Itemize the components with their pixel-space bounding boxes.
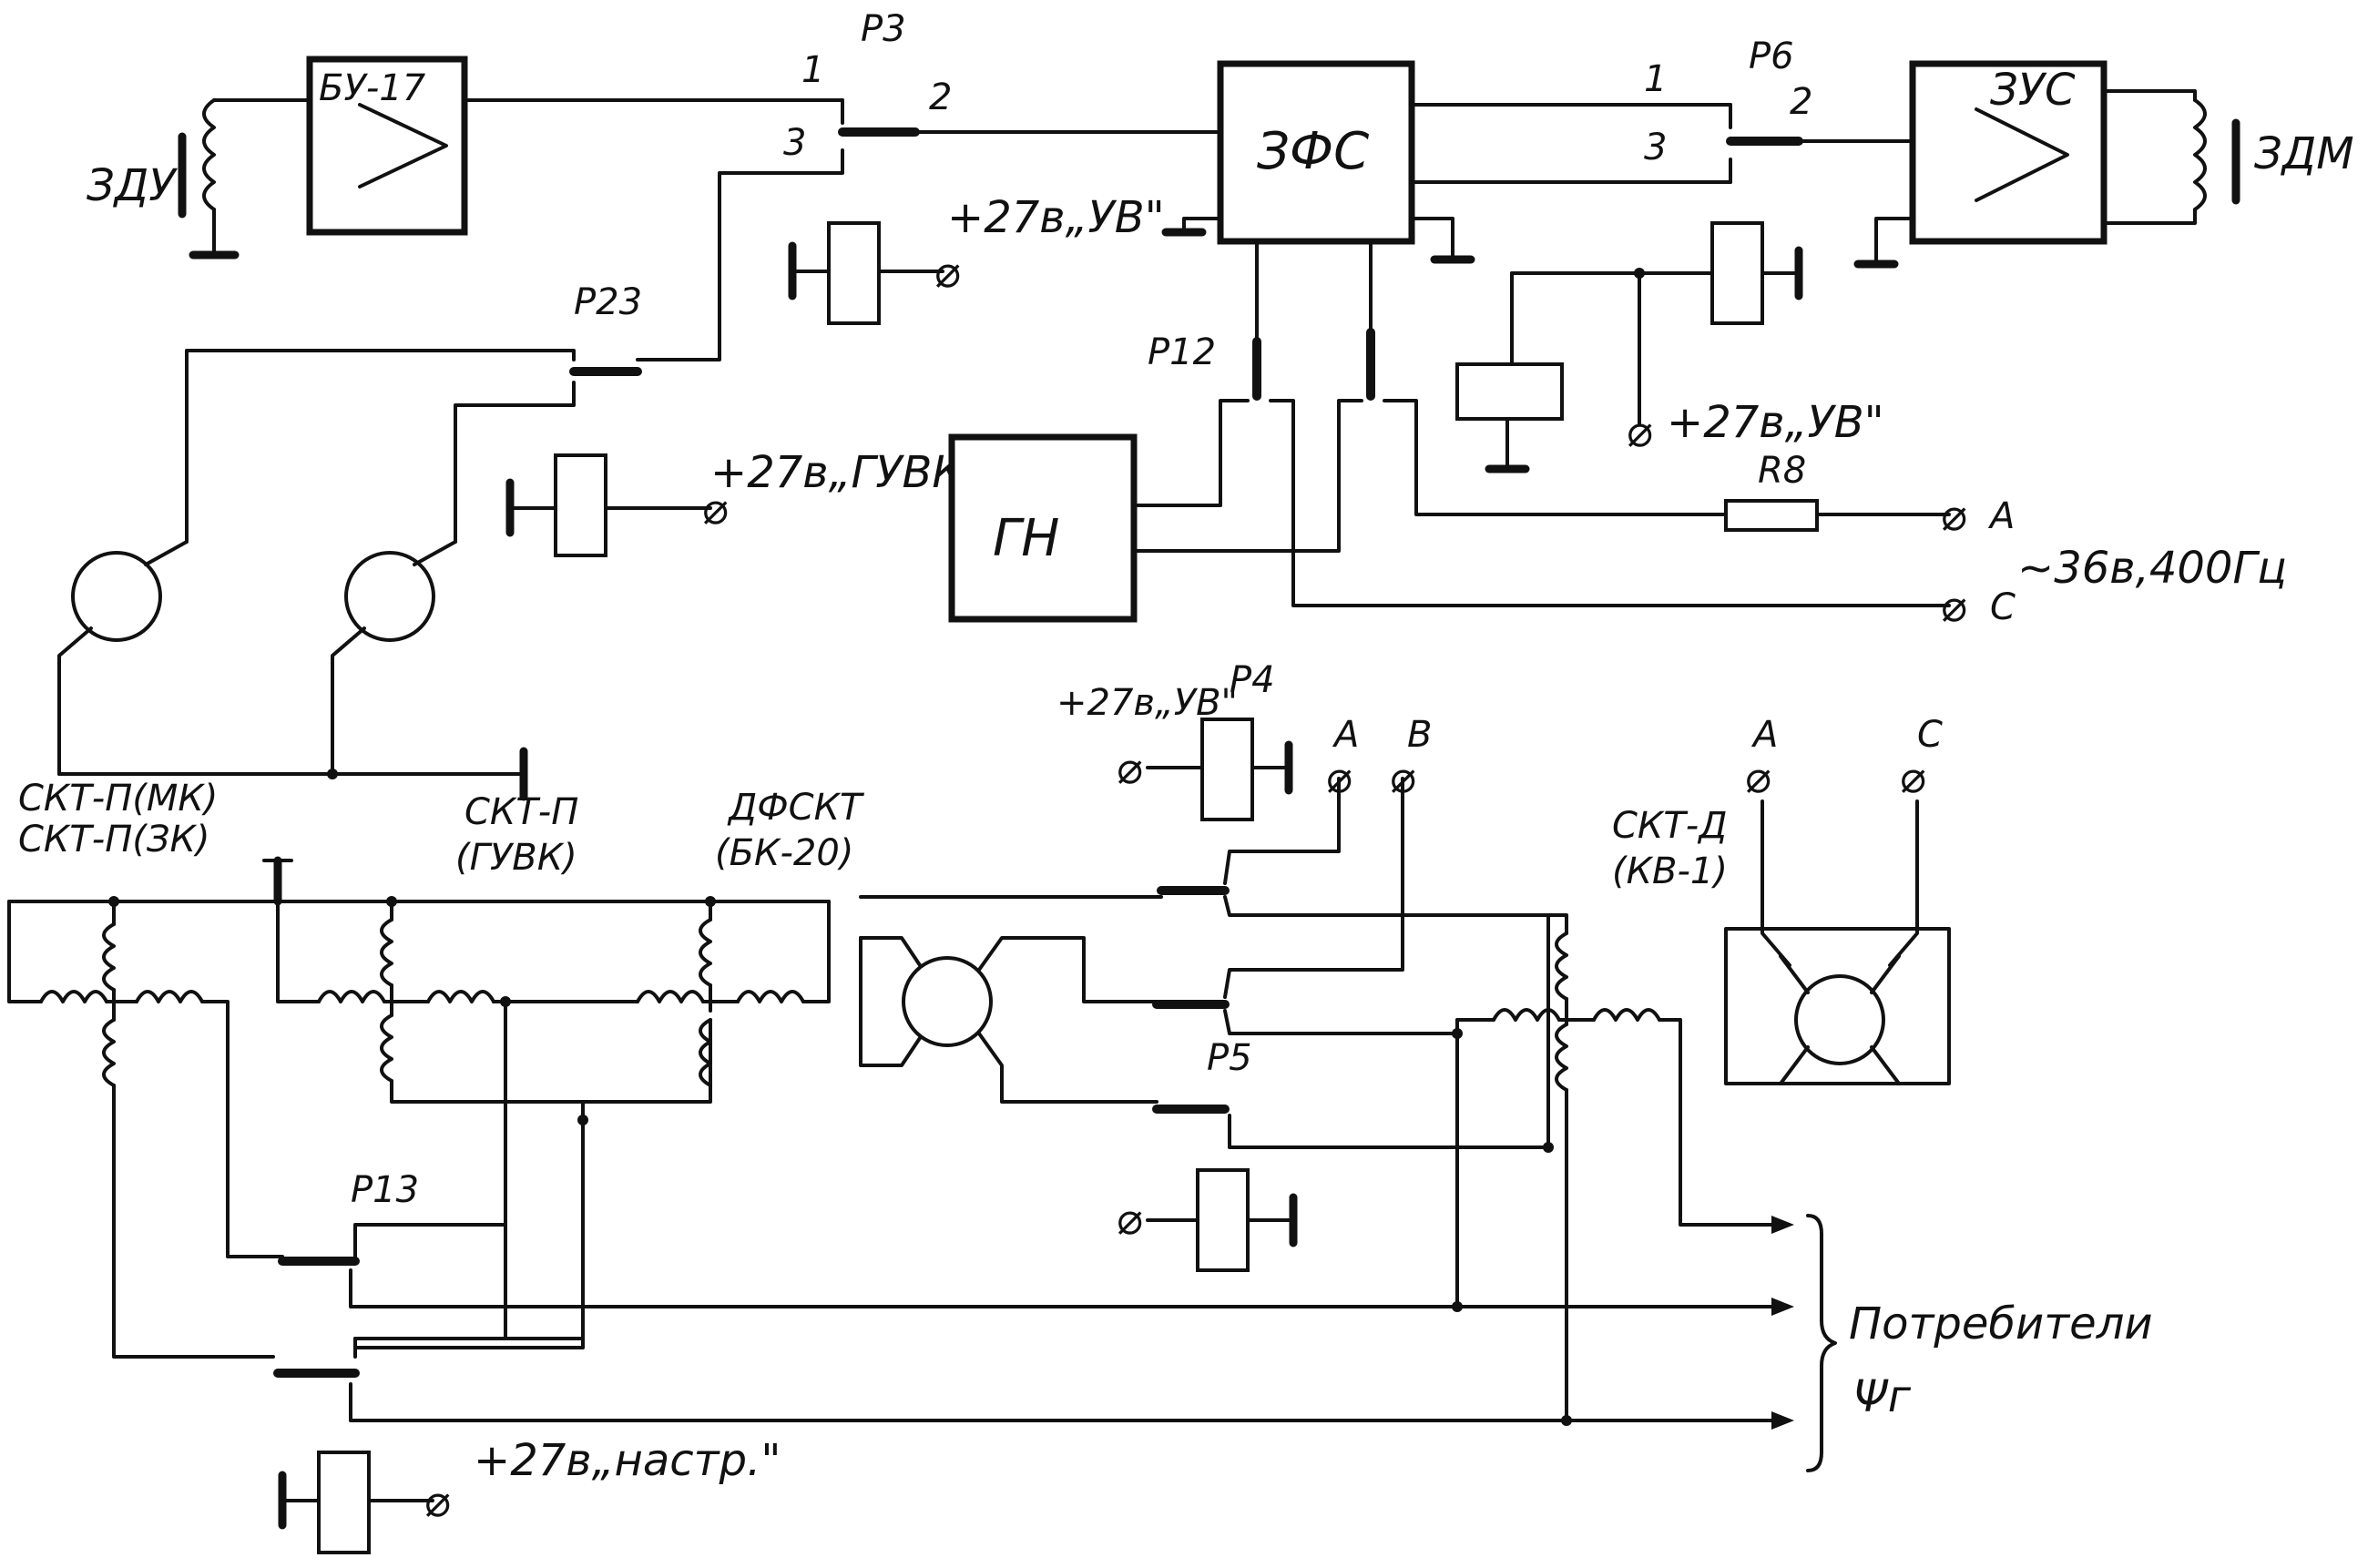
relay-p13-coil: ⌀ +27в„настр." xyxy=(278,1435,781,1554)
dfskt-label-1: ДФСКТ xyxy=(727,787,865,829)
p13-label: Р13 xyxy=(351,1169,419,1211)
sktd-label-2: (КВ-1) xyxy=(1612,850,1728,892)
relay-p13: Р13 xyxy=(273,1123,1794,1430)
skt-mk-label: СКТ-П(МК) xyxy=(18,778,218,820)
right-transformer xyxy=(1452,913,1794,1426)
terminal-a-skt: А xyxy=(1750,714,1778,756)
uv-p4-supply-label: +27в„УВ" xyxy=(1056,682,1238,724)
svg-text:⌀: ⌀ xyxy=(1389,752,1415,803)
dfskt-label-2: (БК-20) xyxy=(715,832,853,874)
consumers-group: Потребители Ψг xyxy=(1806,1214,2153,1472)
terminal-a-p4: А xyxy=(1332,714,1359,756)
zus-label: ЗУС xyxy=(1990,65,2076,116)
terminal-c-skt: С xyxy=(1917,714,1943,756)
p3-pin1: 1 xyxy=(801,49,824,91)
zfs-block: ЗФС xyxy=(1161,60,1475,264)
dfskt-sensor xyxy=(859,895,1163,1104)
uv-top-supply-label: +27в„УВ" xyxy=(947,192,1165,243)
svg-text:⌀: ⌀ xyxy=(934,247,960,298)
sktd-label-1: СКТ-Д xyxy=(1612,805,1727,847)
p23-label: Р23 xyxy=(574,281,642,323)
svg-text:⌀: ⌀ xyxy=(1116,1194,1142,1245)
svg-text:⌀: ⌀ xyxy=(424,1476,450,1527)
p6-pin3: 3 xyxy=(1644,127,1667,168)
relay-p6-coil: ⌀ +27в„УВ" xyxy=(1455,221,1884,473)
svg-text:⌀: ⌀ xyxy=(1940,490,1966,541)
relay-p6: Р6 1 2 3 xyxy=(1644,36,1914,168)
p3-pin2: 2 xyxy=(929,76,952,118)
relay-p23: Р23 xyxy=(185,281,642,544)
zdu-sensor: ЗДУ xyxy=(87,98,311,260)
skt-sensors xyxy=(57,540,528,801)
relay-p3: Р3 1 2 3 xyxy=(636,8,1222,361)
zdu-label: ЗДУ xyxy=(87,160,178,211)
terminal-a-r8: А xyxy=(1987,495,2015,537)
svg-text:⌀: ⌀ xyxy=(701,484,728,535)
skt-guvk-label-1: СКТ-П xyxy=(464,791,578,833)
terminal-b-p4: В xyxy=(1407,714,1432,756)
skt-transformers-left xyxy=(7,856,831,1359)
zus-block: ЗУС ЗДМ xyxy=(1853,60,2354,269)
skt-zk-label: СКТ-П(ЗК) xyxy=(18,819,210,860)
uv-right-supply-label: +27в„УВ" xyxy=(1667,397,1884,448)
svg-text:⌀: ⌀ xyxy=(1744,752,1771,803)
svg-text:⌀: ⌀ xyxy=(1899,752,1925,803)
skt-guvk-label-2: (ГУВК) xyxy=(455,837,577,879)
terminal-c-gn: С xyxy=(1990,586,2016,628)
gn-label: ГН xyxy=(993,509,1059,568)
consumers-label: Потребители xyxy=(1849,1298,2153,1349)
nastr-supply-label: +27в„настр." xyxy=(474,1435,781,1486)
p4-label: Р4 xyxy=(1230,659,1275,701)
p6-pin2: 2 xyxy=(1790,81,1812,123)
p6-pin1: 1 xyxy=(1644,58,1667,100)
relay-p4-coil: ⌀ +27в„УВ" Р4 ⌀ А ⌀ В xyxy=(1056,659,1432,821)
relay-p4-p5: Р5 xyxy=(1152,777,1550,1149)
zfs-label: ЗФС xyxy=(1257,122,1369,181)
relay-p3-coil: ⌀ +27в„УВ" xyxy=(788,192,1165,325)
p5-label: Р5 xyxy=(1207,1037,1252,1079)
ac-supply-label: ~36в,400Гц xyxy=(2017,543,2287,594)
gn-block: ГН xyxy=(948,433,1138,623)
guvk-supply-label: +27в„ГУВК" xyxy=(710,447,984,498)
svg-text:⌀: ⌀ xyxy=(1940,581,1966,632)
bu17-label: БУ-17 xyxy=(319,67,426,109)
skt-d-sensor: ⌀ А ⌀ С xyxy=(1724,714,1951,1085)
bu17-block: БУ-17 xyxy=(306,56,468,236)
p3-pin3: 3 xyxy=(783,122,806,164)
svg-text:⌀: ⌀ xyxy=(1626,406,1652,457)
relay-p5-coil: ⌀ xyxy=(1116,1168,1298,1272)
p3-label: Р3 xyxy=(861,8,906,50)
svg-text:⌀: ⌀ xyxy=(1116,743,1142,794)
p12-label: Р12 xyxy=(1148,331,1216,373)
p6-label: Р6 xyxy=(1749,36,1794,77)
r8-label: R8 xyxy=(1758,450,1806,492)
svg-text:⌀: ⌀ xyxy=(1325,752,1352,803)
zdm-label: ЗДМ xyxy=(2254,128,2354,179)
consumers-symbol: Ψг xyxy=(1853,1371,1912,1422)
relay-p23-coil: ⌀ +27в„ГУВК" xyxy=(505,447,984,557)
relay-p12: Р12 xyxy=(1132,239,1951,607)
resistor-r8: R8 ⌀ А ⌀ С ~36в,400Гц xyxy=(1724,450,2287,632)
